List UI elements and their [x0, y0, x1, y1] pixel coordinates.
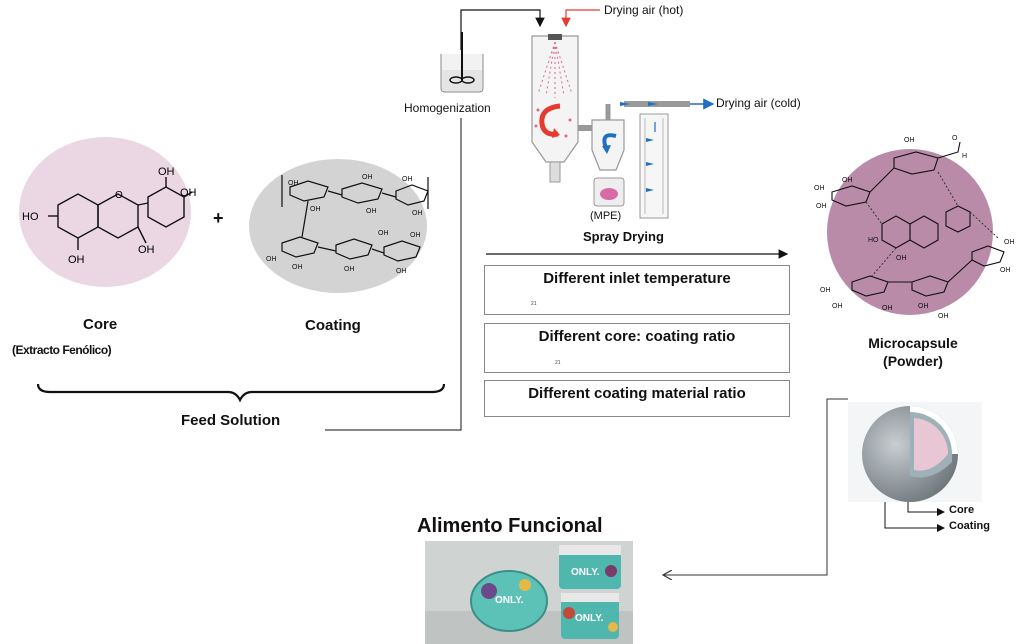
coating-molecule: OH OH OH OH OH OH OH OH OH OH OH OH: [266, 174, 429, 275]
oh-bottom: OH: [68, 254, 85, 266]
spray-dryer-icon: [531, 34, 690, 219]
line-homog-to-dryer: [460, 9, 545, 50]
core-shell-sphere: [848, 402, 982, 502]
arrow-to-food: [664, 398, 848, 575]
coating-label: Coating: [305, 317, 361, 334]
svg-text:OH: OH: [378, 230, 389, 237]
svg-text:OH: OH: [1000, 267, 1011, 274]
svg-text:OH: OH: [412, 210, 423, 217]
functional-food-photo: ONLY. ONLY. ONLY.: [425, 541, 633, 644]
svg-text:OH: OH: [938, 313, 949, 320]
svg-text:OH: OH: [1004, 239, 1015, 246]
oh-mid: OH: [138, 244, 155, 256]
svg-text:OH: OH: [366, 208, 377, 215]
beaker-icon: [440, 32, 484, 93]
svg-text:OH: OH: [344, 266, 355, 273]
svg-text:OH: OH: [310, 206, 321, 213]
svg-text:OH: OH: [882, 305, 893, 312]
svg-text:OH: OH: [842, 177, 853, 184]
svg-text:OH: OH: [266, 256, 277, 263]
condition-title: Different inlet temperature: [543, 270, 731, 287]
drying-air-cold-label: Drying air (cold): [716, 96, 801, 110]
condition-note: 21: [531, 301, 537, 307]
svg-text:OH: OH: [288, 180, 299, 187]
legend-coating-label: Coating: [949, 520, 990, 532]
svg-text:OH: OH: [896, 255, 907, 262]
core-label: Core: [83, 316, 118, 333]
condition-box-coating-material-ratio: Different coating material ratio: [484, 380, 790, 417]
o-ring: O: [115, 190, 123, 201]
core-sublabel: (Extracto Fenólico): [12, 343, 112, 357]
core-molecule: OH OH HO O OH OH: [22, 166, 197, 266]
svg-text:OH: OH: [816, 203, 827, 210]
svg-text:OH: OH: [402, 176, 413, 183]
legend-core-label: Core: [949, 504, 975, 516]
line-feed-to-homog: [325, 118, 462, 431]
oh-top2: OH: [180, 187, 197, 199]
svg-text:H: H: [962, 153, 967, 160]
core-ellipse: [19, 137, 191, 287]
feed-brace: [36, 383, 446, 403]
ho-left: HO: [22, 211, 39, 223]
svg-text:OH: OH: [362, 174, 373, 181]
condition-note: 21: [555, 360, 561, 366]
feed-solution-label: Feed Solution: [181, 412, 281, 429]
condition-title: Different core: coating ratio: [538, 328, 736, 345]
svg-text:O: O: [952, 135, 958, 142]
svg-text:OH: OH: [832, 303, 843, 310]
homogenization-label: Homogenization: [404, 101, 491, 115]
oh-top1: OH: [158, 166, 175, 178]
svg-text:OH: OH: [918, 303, 929, 310]
product-brand-top: ONLY.: [571, 567, 600, 578]
microcapsule-label: Microcapsule: [868, 335, 958, 351]
condition-box-core-coating-ratio: Different core: coating ratio 21: [484, 323, 790, 373]
alimento-funcional-title: Alimento Funcional: [417, 515, 603, 537]
svg-text:OH: OH: [820, 287, 831, 294]
mpe-label: (MPE): [590, 210, 622, 222]
coating-ellipse: [249, 159, 427, 293]
condition-box-inlet-temp: Different inlet temperature 21: [484, 265, 790, 315]
product-brand-lid: ONLY.: [495, 595, 524, 606]
spray-drying-label: Spray Drying: [583, 229, 664, 244]
svg-text:OH: OH: [410, 232, 421, 239]
powder-label: (Powder): [883, 353, 943, 369]
product-brand-bottom: ONLY.: [575, 613, 604, 624]
svg-text:OH: OH: [814, 185, 825, 192]
svg-text:HO: HO: [868, 237, 879, 244]
condition-title: Different coating material ratio: [528, 385, 746, 402]
svg-text:OH: OH: [292, 264, 303, 271]
hot-air-arrow: [561, 9, 600, 28]
plus-sign: +: [213, 208, 224, 228]
drying-air-hot-label: Drying air (hot): [604, 3, 684, 17]
svg-text:OH: OH: [904, 137, 915, 144]
svg-text:OH: OH: [396, 268, 407, 275]
